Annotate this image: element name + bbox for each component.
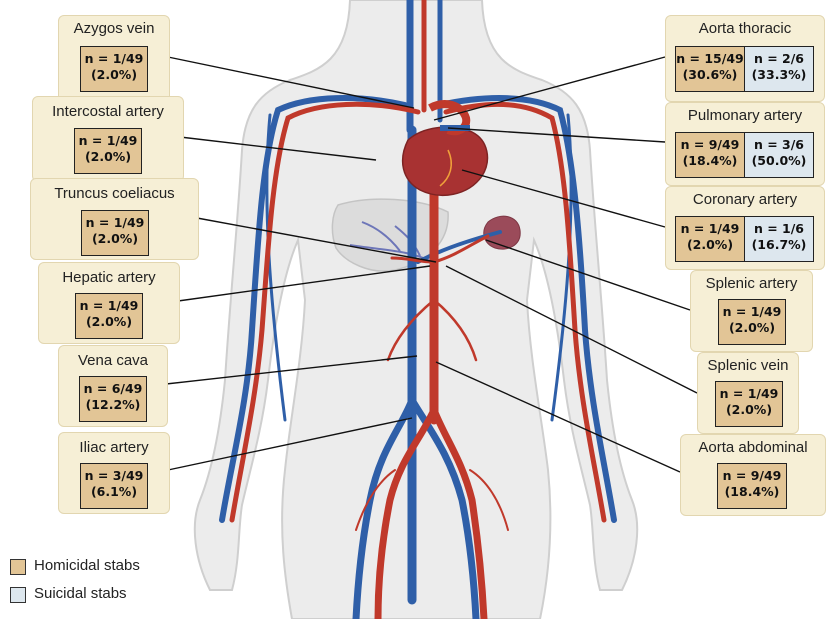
label-hepatic-artery: Hepatic artery n = 1/49 (2.0%) [38, 262, 180, 344]
label-title: Aorta thoracic [666, 20, 824, 37]
label-title: Hepatic artery [39, 269, 179, 286]
homicidal-count-cell: n = 1/49 (2.0%) [718, 299, 786, 345]
label-title: Aorta abdominal [681, 439, 825, 456]
homicidal-percent: (2.0%) [676, 237, 744, 253]
homicidal-percent: (30.6%) [676, 67, 744, 83]
homicidal-percent: (2.0%) [75, 149, 141, 165]
homicidal-count: n = 3/49 [81, 468, 147, 484]
homicidal-count-cell: n = 1/49 (2.0%) [80, 46, 148, 92]
label-iliac-artery: Iliac artery n = 3/49 (6.1%) [58, 432, 170, 514]
suicidal-count-cell: n = 1/6 (16.7%) [744, 216, 814, 262]
homicidal-percent: (2.0%) [76, 314, 142, 330]
suicidal-percent: (16.7%) [745, 237, 813, 253]
homicidal-count-cell: n = 9/49 (18.4%) [717, 463, 787, 509]
suicidal-count-cell: n = 2/6 (33.3%) [744, 46, 814, 92]
homicidal-count-cell: n = 6/49 (12.2%) [79, 376, 147, 422]
label-title: Coronary artery [666, 191, 824, 208]
label-splenic-vein: Splenic vein n = 1/49 (2.0%) [697, 352, 799, 434]
label-title: Vena cava [59, 352, 167, 369]
homicidal-percent: (18.4%) [718, 484, 786, 500]
homicidal-count: n = 1/49 [81, 51, 147, 67]
homicidal-count: n = 1/49 [76, 298, 142, 314]
homicidal-percent: (6.1%) [81, 484, 147, 500]
homicidal-count: n = 1/49 [75, 133, 141, 149]
homicidal-count: n = 1/49 [719, 304, 785, 320]
homicidal-percent: (2.0%) [81, 67, 147, 83]
homicidal-count-cell: n = 1/49 (2.0%) [74, 128, 142, 174]
homicidal-count-cell: n = 1/49 (2.0%) [81, 210, 149, 256]
suicidal-percent: (33.3%) [745, 67, 813, 83]
label-title: Azygos vein [59, 20, 169, 37]
homicidal-count: n = 1/49 [82, 215, 148, 231]
homicidal-count: n = 1/49 [676, 221, 744, 237]
homicidal-count-cell: n = 1/49 (2.0%) [715, 381, 783, 427]
homicidal-percent: (12.2%) [80, 397, 146, 413]
suicidal-swatch [10, 587, 26, 603]
suicidal-count: n = 1/6 [745, 221, 813, 237]
label-title: Intercostal artery [33, 103, 183, 120]
legend-label-homicidal: Homicidal stabs [34, 557, 140, 574]
label-title: Pulmonary artery [666, 107, 824, 124]
suicidal-count: n = 2/6 [745, 51, 813, 67]
homicidal-count-cell: n = 15/49 (30.6%) [675, 46, 745, 92]
suicidal-percent: (50.0%) [745, 153, 813, 169]
homicidal-count: n = 6/49 [80, 381, 146, 397]
label-title: Splenic artery [691, 275, 812, 292]
homicidal-percent: (2.0%) [716, 402, 782, 418]
label-aorta-thoracic: Aorta thoracic n = 15/49 (30.6%) n = 2/6… [665, 15, 825, 102]
label-truncus-coeliacus: Truncus coeliacus n = 1/49 (2.0%) [30, 178, 199, 260]
homicidal-count-cell: n = 3/49 (6.1%) [80, 463, 148, 509]
label-coronary-artery: Coronary artery n = 1/49 (2.0%) n = 1/6 … [665, 186, 825, 270]
homicidal-percent: (2.0%) [82, 231, 148, 247]
homicidal-percent: (2.0%) [719, 320, 785, 336]
homicidal-count-cell: n = 1/49 (2.0%) [75, 293, 143, 339]
label-title: Iliac artery [59, 439, 169, 456]
homicidal-count: n = 9/49 [718, 468, 786, 484]
homicidal-count: n = 15/49 [676, 51, 744, 67]
legend-label-suicidal: Suicidal stabs [34, 585, 127, 602]
suicidal-count: n = 3/6 [745, 137, 813, 153]
label-vena-cava: Vena cava n = 6/49 (12.2%) [58, 345, 168, 427]
suicidal-count-cell: n = 3/6 (50.0%) [744, 132, 814, 178]
label-title: Truncus coeliacus [31, 185, 198, 202]
homicidal-swatch [10, 559, 26, 575]
label-pulmonary-artery: Pulmonary artery n = 9/49 (18.4%) n = 3/… [665, 102, 825, 186]
homicidal-percent: (18.4%) [676, 153, 744, 169]
label-splenic-artery: Splenic artery n = 1/49 (2.0%) [690, 270, 813, 352]
spleen-shape [484, 216, 520, 249]
label-aorta-abdominal: Aorta abdominal n = 9/49 (18.4%) [680, 434, 826, 516]
homicidal-count: n = 9/49 [676, 137, 744, 153]
label-intercostal-artery: Intercostal artery n = 1/49 (2.0%) [32, 96, 184, 182]
homicidal-count: n = 1/49 [716, 386, 782, 402]
label-title: Splenic vein [698, 357, 798, 374]
label-azygos-vein: Azygos vein n = 1/49 (2.0%) [58, 15, 170, 102]
homicidal-count-cell: n = 1/49 (2.0%) [675, 216, 745, 262]
homicidal-count-cell: n = 9/49 (18.4%) [675, 132, 745, 178]
